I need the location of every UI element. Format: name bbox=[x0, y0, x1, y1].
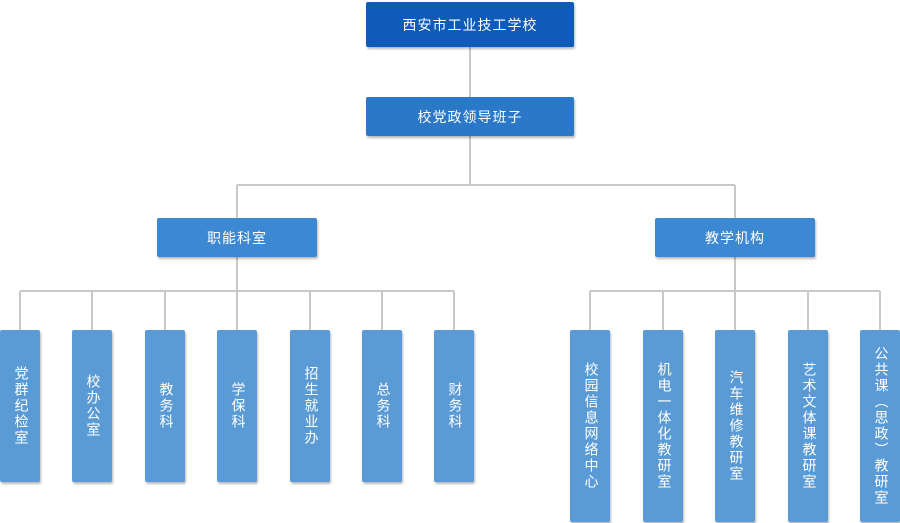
leaf-node-arts-sports-dept[interactable]: 艺术文体课教研室 bbox=[788, 330, 828, 522]
leaf-node-student-security[interactable]: 学保科 bbox=[217, 330, 257, 482]
leaf-label: 招生就业办 bbox=[302, 366, 319, 446]
branch-teaching-node[interactable]: 教学机构 bbox=[655, 218, 815, 257]
root-node[interactable]: 西安市工业技工学校 bbox=[366, 2, 574, 47]
leaf-node-public-courses-dept[interactable]: 公共课（思政）教研室 bbox=[860, 330, 900, 522]
leadership-label: 校党政领导班子 bbox=[417, 109, 523, 126]
branch-functional-label: 职能科室 bbox=[207, 230, 267, 247]
branch-teaching-label: 教学机构 bbox=[705, 230, 765, 247]
leaf-node-auto-repair-dept[interactable]: 汽车维修教研室 bbox=[715, 330, 755, 522]
leaf-label: 汽车维修教研室 bbox=[727, 370, 744, 482]
leaf-label: 总务科 bbox=[374, 382, 391, 430]
leaf-node-mechatronics-dept[interactable]: 机电一体化教研室 bbox=[643, 330, 683, 522]
leaf-node-academic-affairs[interactable]: 教务科 bbox=[145, 330, 185, 482]
leaf-node-principal-office[interactable]: 校办公室 bbox=[72, 330, 112, 482]
leaf-node-finance[interactable]: 财务科 bbox=[434, 330, 474, 482]
root-label: 西安市工业技工学校 bbox=[402, 17, 538, 34]
leaf-node-general-affairs[interactable]: 总务科 bbox=[362, 330, 402, 482]
leaf-node-party-discipline[interactable]: 党群纪检室 bbox=[0, 330, 40, 482]
leaf-node-admissions-employment[interactable]: 招生就业办 bbox=[290, 330, 330, 482]
leaf-label: 艺术文体课教研室 bbox=[800, 362, 817, 490]
leaf-node-campus-network-center[interactable]: 校园信息网络中心 bbox=[570, 330, 610, 522]
leaf-label: 校办公室 bbox=[84, 374, 101, 438]
leaf-label: 党群纪检室 bbox=[12, 366, 29, 446]
leaf-label: 公共课（思政）教研室 bbox=[872, 346, 889, 506]
leaf-label: 财务科 bbox=[446, 382, 463, 430]
branch-functional-node[interactable]: 职能科室 bbox=[157, 218, 317, 257]
leaf-label: 机电一体化教研室 bbox=[655, 362, 672, 490]
leaf-label: 教务科 bbox=[157, 382, 174, 430]
leaf-label: 学保科 bbox=[229, 382, 246, 430]
leaf-label: 校园信息网络中心 bbox=[582, 362, 599, 490]
leadership-node[interactable]: 校党政领导班子 bbox=[366, 97, 574, 136]
